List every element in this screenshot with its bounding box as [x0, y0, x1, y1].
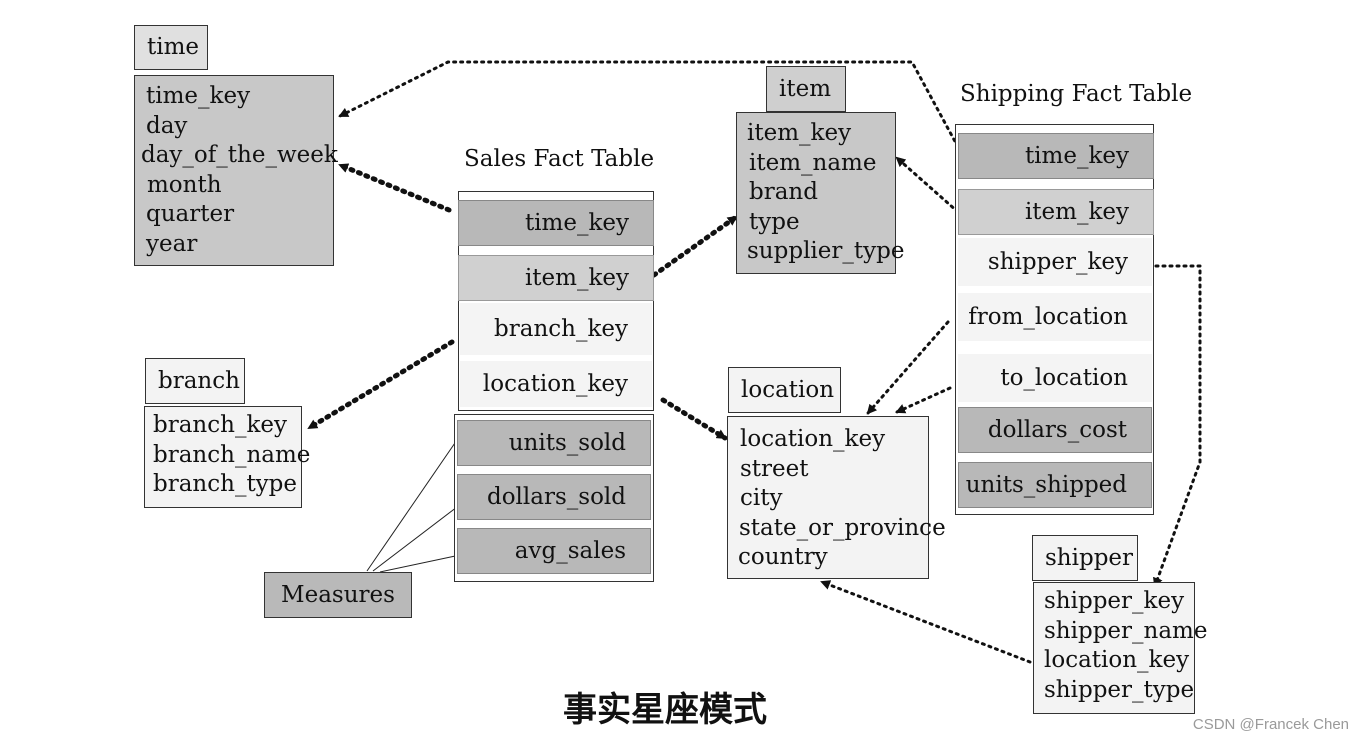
time-attr: day_of_the_week	[141, 142, 338, 168]
arrow-to-location-to-location	[895, 386, 952, 414]
time-attr: year	[146, 230, 198, 257]
shipping-fact-table-title: Shipping Fact Table	[960, 81, 1193, 107]
location-table-attributes: location_key street city state_or_provin…	[727, 416, 946, 579]
arrow-shipper-location-to-location	[820, 580, 1032, 664]
branch-attr: branch_key	[153, 412, 287, 438]
branch-attr: branch_type	[153, 471, 298, 497]
arrow-shipping-time-to-time	[338, 60, 960, 149]
arrow-sales-location-to-location	[660, 397, 728, 441]
location-attr: country	[738, 544, 828, 570]
location-attr: street	[740, 455, 809, 482]
measures-line-dollars-sold	[372, 506, 458, 572]
item-table-title: item	[766, 66, 846, 112]
arrow-sales-branch-to-branch	[306, 339, 455, 431]
shipping-fact-key-cell: to_location	[958, 354, 1152, 402]
sales-fact-table-title: Sales Fact Table	[464, 146, 655, 172]
measures-line-avg-sales	[379, 554, 461, 573]
sales-fact-key-cell: item_key	[458, 255, 654, 301]
sales-fact-key-cell: location_key	[460, 361, 652, 407]
location-attr: city	[740, 485, 783, 511]
shipping-fact-key-cell: from_location	[958, 293, 1152, 341]
time-title-text: time	[147, 34, 200, 60]
item-attr: brand	[749, 179, 818, 205]
watermark: CSDN @Francek Chen	[1192, 716, 1349, 733]
diagram-caption: 事实星座模式	[563, 690, 767, 730]
item-attr: item_key	[747, 120, 852, 146]
location-attr: location_key	[740, 426, 886, 452]
time-attr: month	[147, 171, 222, 198]
location-attr: state_or_province	[739, 514, 946, 541]
location-title-text: location	[741, 376, 835, 403]
shipping-fact-key-cell: time_key	[958, 133, 1154, 179]
shipper-table-title: shipper	[1032, 535, 1138, 581]
shipping-fact-measure-cell: dollars_cost	[958, 407, 1152, 453]
location-table-title: location	[728, 367, 841, 413]
shipper-title-text: shipper	[1045, 544, 1134, 571]
shipping-fact-measure-cell: units_shipped	[958, 462, 1152, 508]
branch-table-attributes: branch_key branch_name branch_type	[144, 406, 311, 508]
shipper-attr: shipper_key	[1044, 588, 1185, 614]
shipper-attr: location_key	[1044, 647, 1190, 673]
time-attr: day	[146, 112, 188, 139]
item-attr: type	[749, 208, 800, 235]
sales-fact-measure-cell: units_sold	[457, 420, 651, 466]
measures-label: Measures	[264, 572, 412, 618]
item-title-text: item	[779, 75, 832, 102]
sales-fact-measure-cell: avg_sales	[457, 528, 651, 574]
arrow-sales-time-to-time	[337, 162, 452, 213]
sales-fact-key-cell: time_key	[458, 200, 654, 246]
time-attr: time_key	[146, 83, 251, 109]
item-attr: item_name	[749, 149, 877, 176]
arrow-shipping-item-to-item	[895, 156, 960, 214]
arrow-sales-item-to-item	[651, 214, 739, 278]
arrow-shipper-key-to-shipper	[1153, 264, 1202, 588]
shipping-fact-key-cell: item_key	[958, 189, 1154, 235]
branch-table-title: branch	[145, 358, 245, 404]
measures-line-units-sold	[366, 439, 458, 572]
item-attr: supplier_type	[747, 238, 905, 264]
time-attr: quarter	[146, 201, 235, 227]
shipper-attr: shipper_type	[1044, 676, 1195, 703]
time-table-attributes: time_key day day_of_the_week month quart…	[134, 75, 338, 266]
item-table-attributes: item_key item_name brand type supplier_t…	[736, 112, 905, 274]
branch-title-text: branch	[158, 367, 240, 394]
time-table-title: time	[134, 25, 208, 70]
arrow-from-location-to-location	[866, 320, 950, 415]
shipper-table-attributes: shipper_key shipper_name location_key sh…	[1033, 582, 1208, 714]
shipper-attr: shipper_name	[1044, 617, 1208, 644]
sales-fact-measure-cell: dollars_sold	[457, 474, 651, 520]
sales-fact-key-cell: branch_key	[460, 303, 652, 355]
shipping-fact-key-cell: shipper_key	[958, 238, 1152, 286]
branch-attr: branch_name	[153, 441, 311, 468]
